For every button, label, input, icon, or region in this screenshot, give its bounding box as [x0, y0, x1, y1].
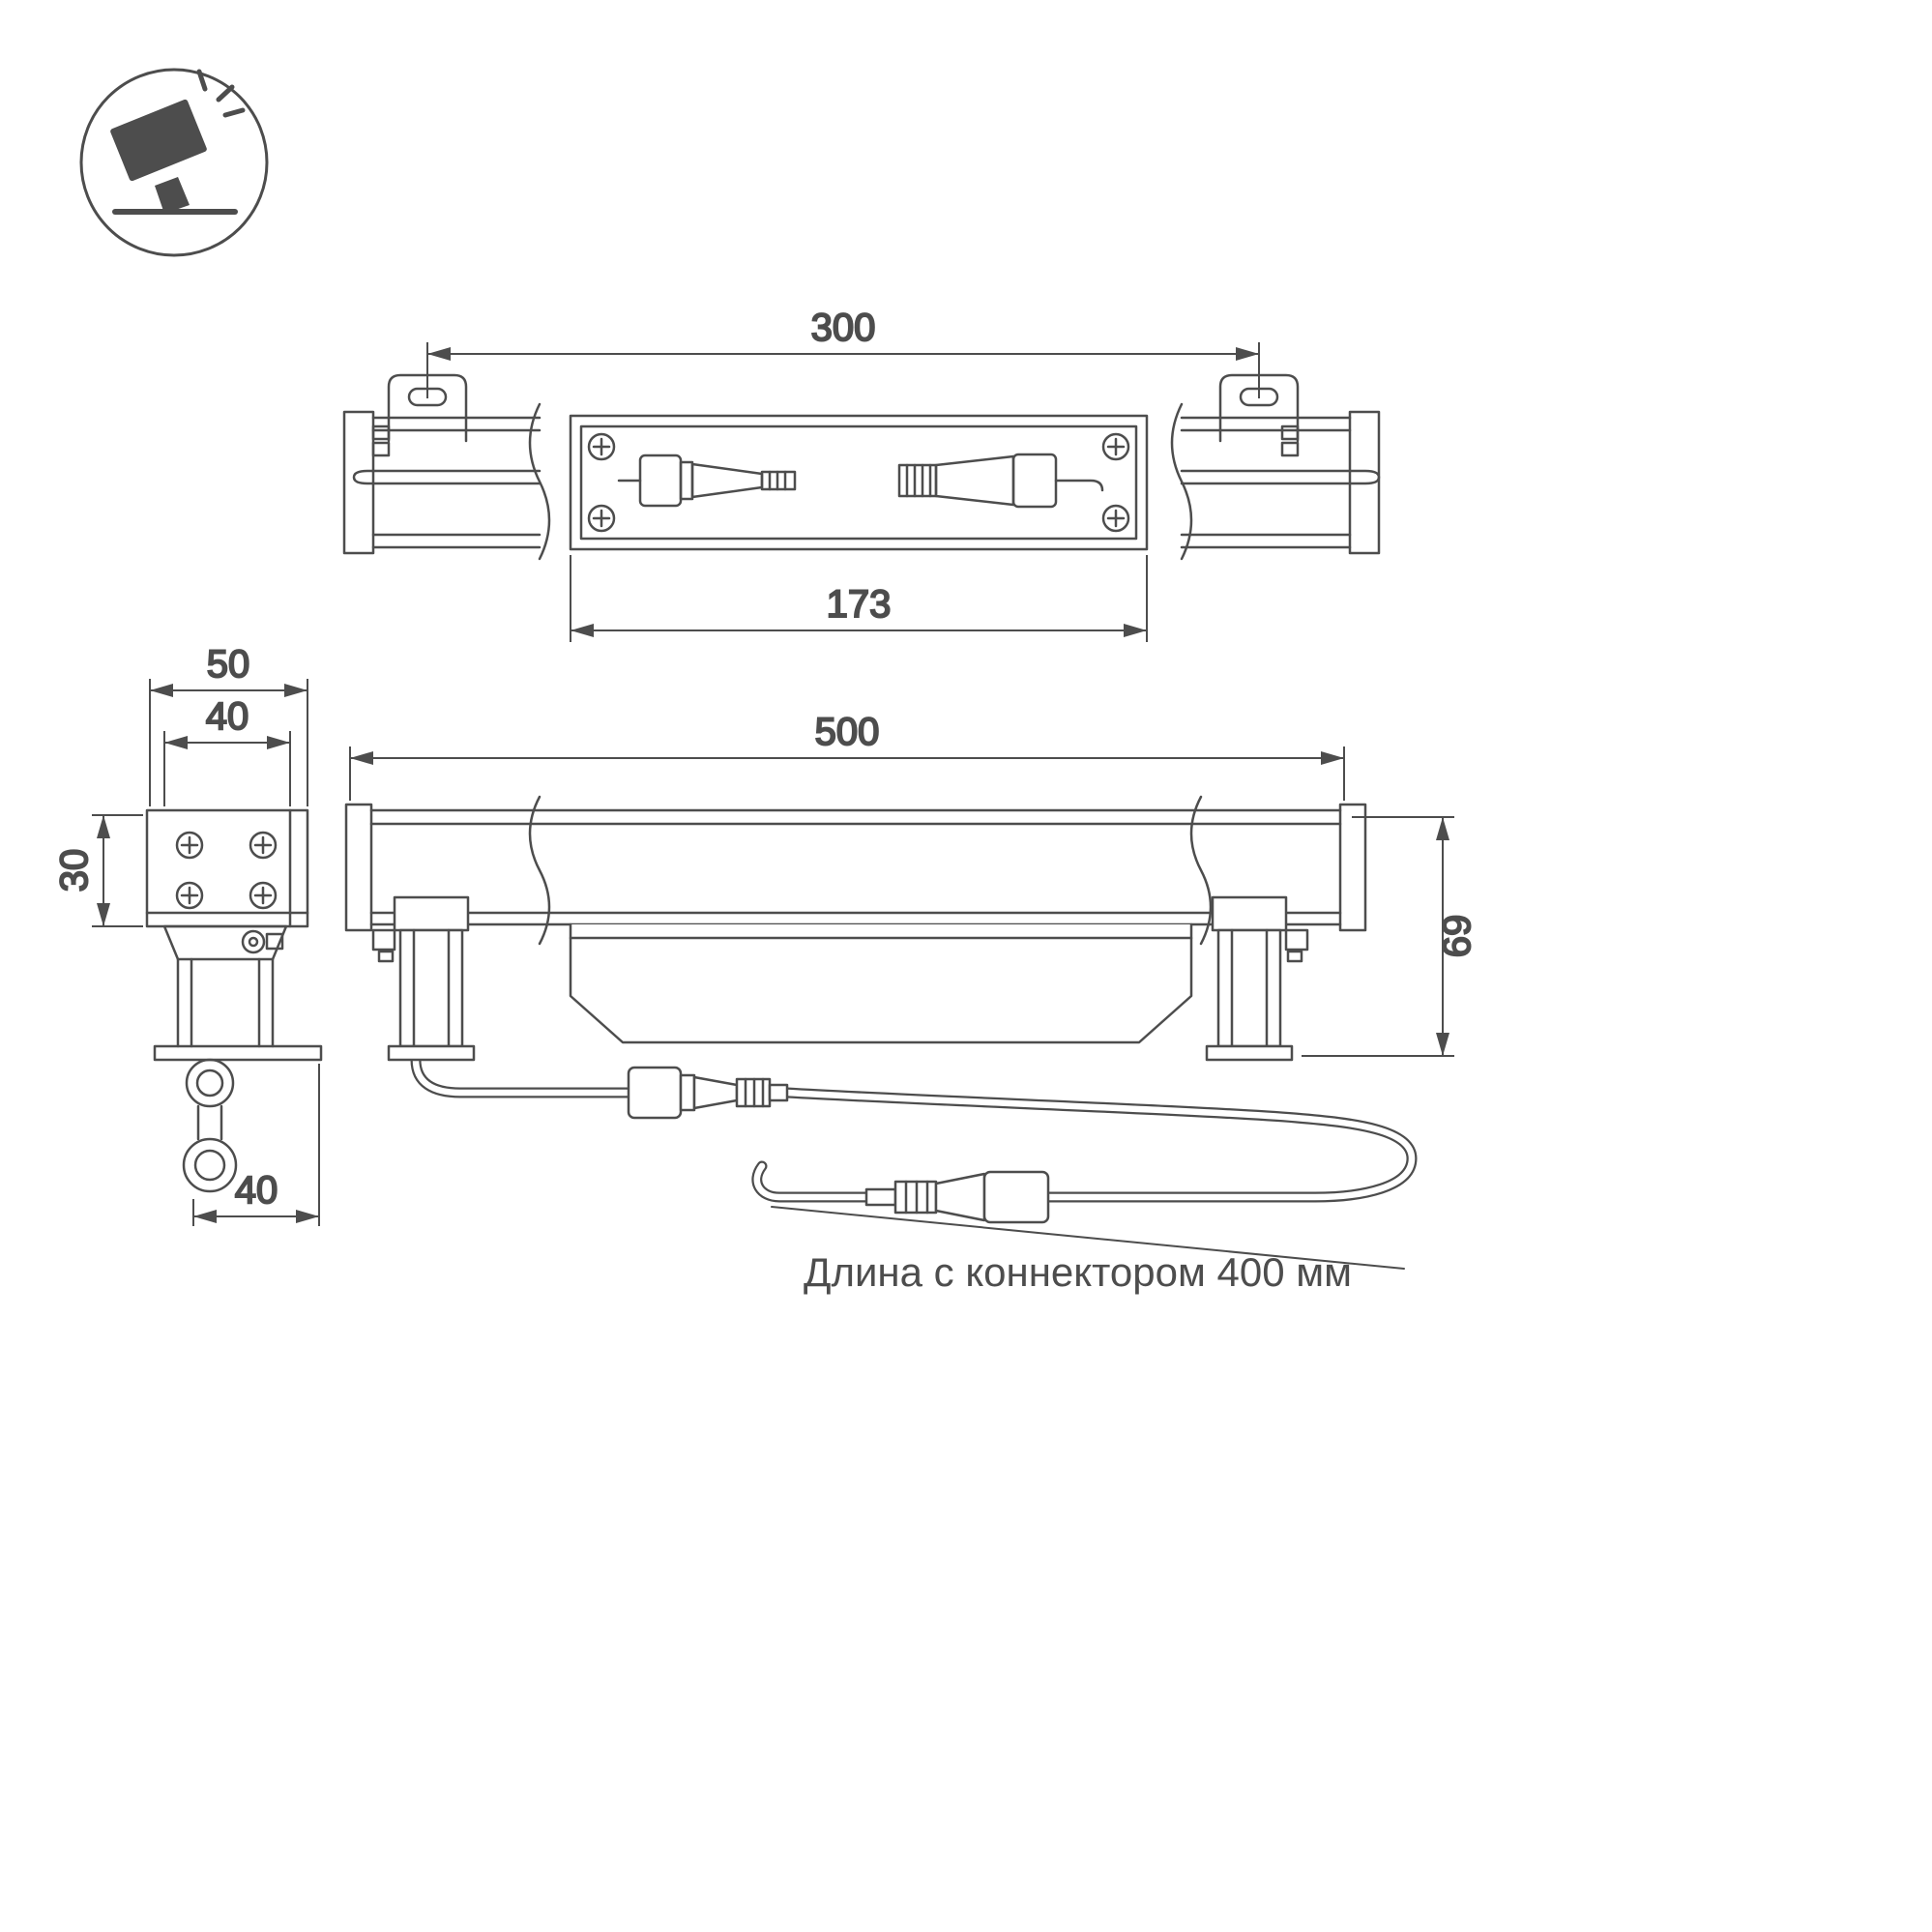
screw-icon: [1101, 504, 1130, 533]
screw-icon: [249, 881, 278, 910]
ground-line: [112, 209, 238, 215]
break-line: [1170, 402, 1193, 561]
end-cap-left: [344, 803, 373, 932]
floodlight-head: [110, 99, 207, 182]
mounting-bracket-front-left: [371, 895, 476, 1062]
dim-label-300: 300: [811, 307, 876, 349]
floodlight-icon: [79, 68, 269, 257]
cable-length-note: Длина с коннектором 400 мм: [804, 1249, 1352, 1295]
dimension-69: 69: [1302, 816, 1479, 1057]
top-view: [342, 373, 1381, 561]
connector-female-top: [897, 453, 1104, 509]
break-line: [528, 795, 551, 946]
connector-pair-front: [627, 1066, 789, 1120]
break-line: [1189, 795, 1213, 946]
screw-icon: [249, 831, 278, 860]
housing-plate: [569, 414, 1149, 551]
screw-icon: [175, 881, 204, 910]
leader-line: [771, 1206, 1405, 1270]
dimension-40-bottom: 40: [192, 1064, 320, 1226]
break-line: [528, 402, 551, 561]
dim-label-69: 69: [1436, 915, 1478, 958]
dim-label-500: 500: [815, 711, 880, 753]
screw-icon: [587, 432, 616, 461]
mounting-bracket-front-right: [1205, 895, 1309, 1062]
pivot-knob: [241, 929, 266, 954]
end-cap-right: [1338, 803, 1367, 932]
screw-icon: [1101, 432, 1130, 461]
light-rays-icon: [196, 69, 246, 118]
rod-left: [352, 469, 542, 485]
connector-male-top: [617, 454, 797, 508]
cable-left: [410, 1054, 634, 1098]
cable-gland: [185, 1058, 235, 1108]
dim-label-40-top: 40: [206, 695, 249, 738]
connector-free-end: [864, 1170, 1050, 1224]
dim-label-173: 173: [827, 583, 892, 626]
dim-label-40-bottom: 40: [235, 1169, 278, 1212]
dimension-30: 30: [52, 814, 143, 927]
dim-label-30: 30: [53, 849, 96, 893]
dimension-500: 500: [349, 710, 1345, 801]
dimension-173: 173: [570, 555, 1148, 642]
dim-label-50: 50: [207, 643, 250, 686]
floodlight-stand: [155, 177, 190, 214]
driver-housing: [569, 922, 1193, 1044]
rod-right: [1180, 469, 1381, 485]
dimension-50: 50: [149, 642, 308, 806]
dimension-300: 300: [426, 306, 1260, 398]
dimension-40-top: 40: [163, 694, 291, 806]
front-view: [344, 795, 1418, 1270]
connector-end: [182, 1137, 238, 1193]
screw-icon: [587, 504, 616, 533]
side-body: [145, 808, 309, 928]
side-view: [145, 808, 323, 1193]
screw-icon: [175, 831, 204, 860]
bracket-foot: [153, 1044, 323, 1062]
